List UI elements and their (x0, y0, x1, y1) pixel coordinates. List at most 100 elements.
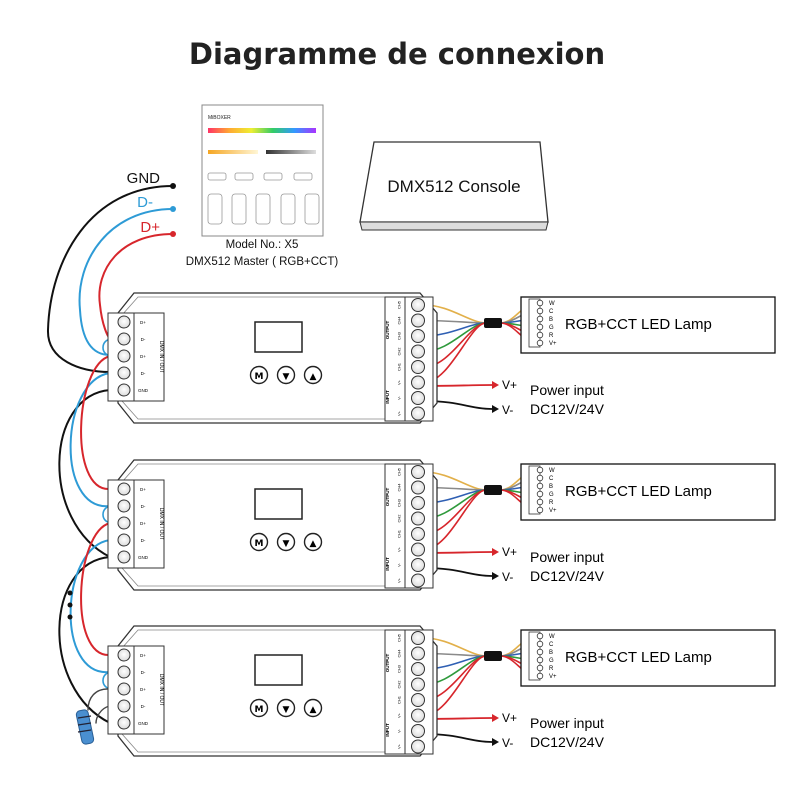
vminus-arrow (492, 405, 499, 413)
lamp-connector (528, 465, 541, 515)
output-terminal-label: V+ (397, 712, 402, 718)
decoder-display (254, 654, 303, 686)
dmx-terminal-1 (117, 315, 131, 329)
bus-dplus-wire (98, 233, 174, 339)
output-terminal-label: CH4 (397, 316, 402, 325)
dmx-terminal-label: D+ (140, 354, 146, 359)
console-label: DMX512 Console (387, 177, 520, 196)
resistor-band-3 (77, 729, 92, 733)
output-terminal-6 (411, 708, 425, 723)
decoder-button-3 (303, 698, 323, 718)
lamp-pin-6 (536, 339, 544, 347)
dmx-terminal-label: D- (141, 371, 146, 376)
wires (46, 185, 538, 743)
power-voltage-label: DC12V/24V (530, 734, 605, 750)
chain-gnd-1 (58, 389, 111, 558)
continuation-dots (67, 590, 73, 620)
power-vminus-label: V- (502, 403, 513, 417)
panel-mode-buttons (207, 172, 313, 181)
dmx-terminal-label: D- (141, 670, 146, 675)
dmx-terminal-label: D- (141, 538, 146, 543)
master-panel: MiBOXER (201, 104, 324, 237)
output-terminal-4 (411, 677, 425, 692)
output-terminal-3 (411, 662, 425, 676)
lamp-wire-5 (423, 322, 538, 368)
dmx-terminal-label: D+ (140, 487, 146, 492)
dmx-terminal-label: D+ (140, 320, 146, 325)
dmx-terminal-3 (117, 682, 131, 696)
output-terminal-1 (411, 631, 425, 645)
diagram-title: Diagramme de connexion (189, 37, 605, 71)
cable-sleeve (484, 485, 502, 495)
output-terminal-label: CH4 (397, 649, 402, 658)
lamp-pin-2 (536, 307, 544, 315)
input-group-label: INPUT (385, 723, 390, 737)
lamp-pin-label: V+ (549, 674, 557, 680)
decoder-button-3 (303, 365, 323, 385)
lamp-pin-3 (536, 648, 544, 656)
panel-description: DMX512 Master ( RGB+CCT) (186, 256, 339, 268)
dmx-terminal-2 (117, 499, 131, 513)
resistor-band-2 (77, 722, 92, 726)
lamp-pin-label: G (549, 492, 554, 498)
output-terminal-label: V+ (397, 410, 402, 416)
dmx-terminal-5 (117, 383, 131, 397)
cable-sleeve (484, 318, 502, 328)
output-terminal-5 (411, 527, 425, 541)
output-terminal-2 (411, 313, 425, 328)
lamp-wire-5 (423, 489, 538, 535)
dmx-terminal-3 (117, 349, 131, 363)
panel-model: Model No.: X5 (226, 239, 299, 251)
lamp-pin-4 (536, 323, 544, 331)
lamp-pin-2 (536, 474, 544, 482)
lamp-pin-label: C (549, 476, 554, 482)
lamp-pin-label: R (549, 500, 554, 506)
chain-gnd-2 (58, 556, 111, 724)
output-terminal-3 (411, 496, 425, 510)
dmx-terminal-labels (133, 645, 165, 735)
dmx-terminal-2 (117, 332, 131, 346)
dmx-terminal-2 (117, 665, 131, 679)
dmx-terminal-label: D+ (140, 687, 146, 692)
chain-dminus-1 (69, 372, 111, 508)
lamp-wire-6 (423, 489, 538, 551)
output-terminal-6 (411, 542, 425, 557)
dmx-port-label: DMX IN / OUT (158, 674, 164, 706)
lamp-label: RGB+CCT LED Lamp (565, 316, 712, 333)
chain-dminus-2 (69, 539, 111, 674)
output-terminal-label: CH3 (397, 498, 402, 507)
output-terminal-label: CH5 (397, 467, 402, 476)
dmx-terminal-label: D+ (140, 653, 146, 658)
lamp-pin-3 (536, 315, 544, 323)
dmx-terminal-label: D- (141, 337, 146, 342)
decoder-button-label: ▼ (283, 539, 290, 549)
output-terminal-2 (411, 646, 425, 661)
vplus-arrow (492, 548, 499, 556)
input-group-label: INPUT (385, 390, 390, 404)
output-terminal-label: V+ (397, 379, 402, 385)
lamp-pin-label: B (549, 650, 553, 656)
lamp-wire-4 (423, 489, 538, 520)
dmx-terminal-label: GND (138, 388, 149, 393)
dmx-terminal-4 (117, 533, 131, 547)
decoder-button-3 (303, 532, 323, 552)
lamp-label: RGB+CCT LED Lamp (565, 483, 712, 500)
lamp-pin-4 (536, 490, 544, 498)
decoder-display (254, 321, 303, 353)
output-terminal-7 (411, 391, 425, 405)
power-vplus-label: V+ (502, 711, 517, 725)
decoder-button-2 (276, 365, 296, 385)
dmx-terminal-4 (117, 699, 131, 713)
decoder-display (254, 488, 303, 520)
output-terminal-label: V+ (397, 743, 402, 749)
lamp-connector (528, 298, 541, 348)
decoder-button-label: M (255, 539, 264, 549)
dmx-terminal-labels (133, 312, 165, 402)
output-terminal-7 (411, 558, 425, 572)
bus-labels: GND D- D+ (127, 170, 176, 237)
lamp-pin-label: G (549, 325, 554, 331)
vminus-arrow (492, 572, 499, 580)
output-terminal-label: CH1 (397, 695, 402, 704)
